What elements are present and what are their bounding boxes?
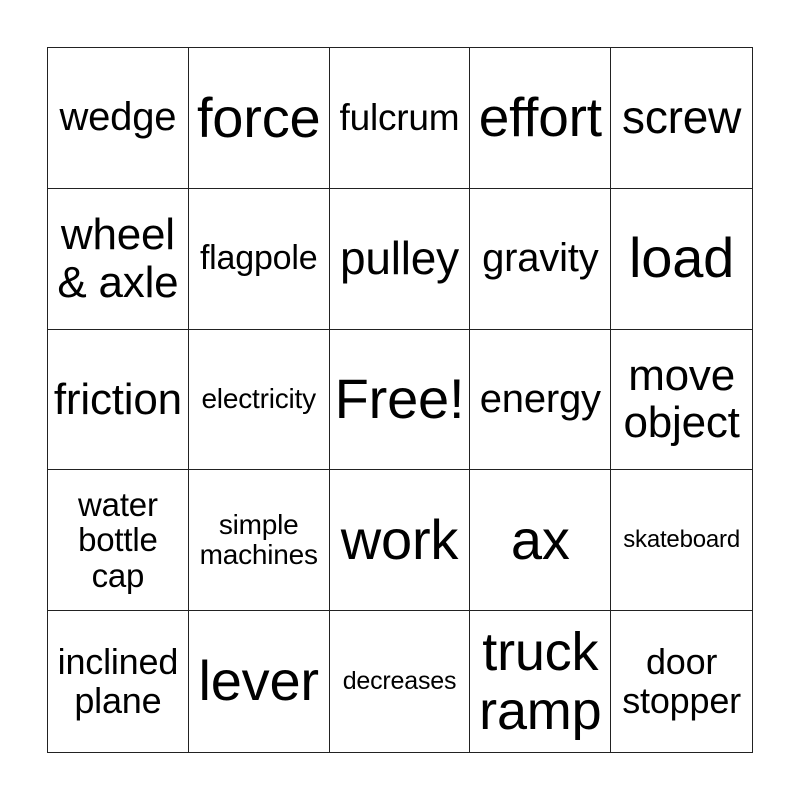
bingo-cell-load[interactable]: load xyxy=(611,189,752,330)
bingo-cell-free-space[interactable]: Free! xyxy=(329,329,471,471)
bingo-cell-energy[interactable]: energy xyxy=(470,329,612,471)
bingo-cell-fulcrum[interactable]: fulcrum xyxy=(329,48,471,189)
bingo-cell-lever[interactable]: lever xyxy=(189,611,330,752)
bingo-cell-effort[interactable]: effort xyxy=(470,48,612,189)
bingo-cell-water-bottle-cap[interactable]: water bottle cap xyxy=(48,470,189,612)
bingo-board: wedge force fulcrum effort screw wheel &… xyxy=(47,47,753,753)
bingo-cell-electricity[interactable]: electricity xyxy=(188,329,330,471)
bingo-cell-wheel-axle[interactable]: wheel & axle xyxy=(48,188,189,330)
bingo-cell-force[interactable]: force xyxy=(188,48,330,189)
bingo-cell-ax[interactable]: ax xyxy=(470,470,612,612)
bingo-cell-move-object[interactable]: move object xyxy=(611,330,752,471)
bingo-cell-friction[interactable]: friction xyxy=(48,329,189,471)
bingo-cell-skateboard[interactable]: skateboard xyxy=(611,470,752,612)
bingo-cell-work[interactable]: work xyxy=(329,470,471,612)
bingo-cell-pulley[interactable]: pulley xyxy=(329,188,471,330)
bingo-cell-decreases[interactable]: decreases xyxy=(330,611,471,752)
bingo-cell-gravity[interactable]: gravity xyxy=(470,188,612,330)
bingo-cell-flagpole[interactable]: flagpole xyxy=(188,188,330,330)
bingo-cell-inclined-plane[interactable]: inclined plane xyxy=(48,611,189,752)
bingo-cell-door-stopper[interactable]: door stopper xyxy=(622,640,741,721)
bingo-cell-simple-machines[interactable]: simple machines xyxy=(188,470,330,612)
bingo-cell-truck-ramp[interactable]: truck ramp xyxy=(470,611,612,752)
bingo-cell-wedge[interactable]: wedge xyxy=(48,48,189,189)
bingo-cell-screw[interactable]: screw xyxy=(611,48,752,189)
